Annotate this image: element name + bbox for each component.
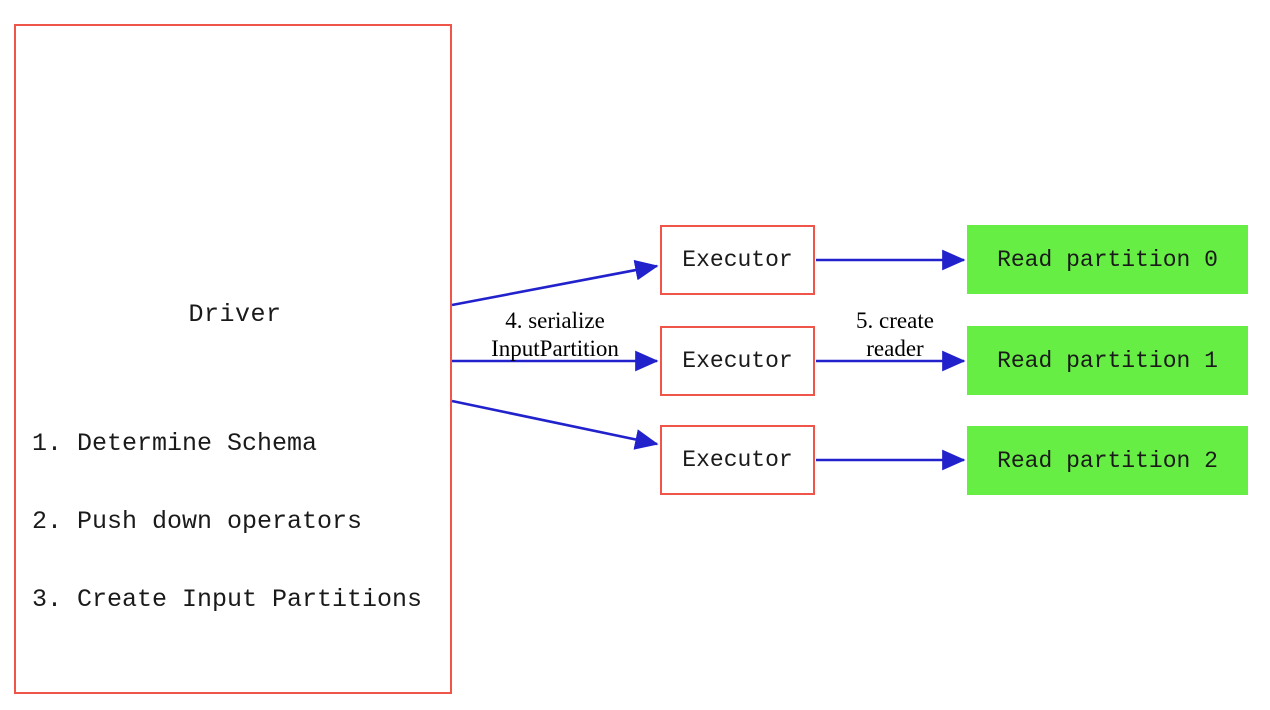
edge-label-create-reader-line1: 5. create — [856, 308, 934, 333]
partition-label-1: Read partition 1 — [997, 347, 1218, 374]
partition-label-0: Read partition 0 — [997, 246, 1218, 273]
executor-box-1: Executor — [660, 326, 815, 396]
partition-box-1: Read partition 1 — [967, 326, 1248, 395]
partition-label-2: Read partition 2 — [997, 447, 1218, 474]
executor-label-2: Executor — [682, 447, 793, 473]
edge-label-serialize-line1: 4. serialize — [505, 308, 605, 333]
driver-step-1: 1. Determine Schema — [32, 429, 318, 458]
edge-label-create-reader-line2: reader — [866, 336, 924, 361]
executor-label-1: Executor — [682, 348, 793, 374]
driver-step-list: 1. Determine Schema 2. Push down operato… — [32, 379, 422, 665]
arrow-driver-to-executor-0 — [451, 259, 659, 307]
driver-step-3: 3. Create Input Partitions — [32, 585, 423, 614]
executor-box-0: Executor — [660, 225, 815, 295]
executor-label-0: Executor — [682, 247, 793, 273]
arrow-driver-to-executor-2 — [451, 399, 659, 450]
driver-title: Driver — [188, 300, 282, 329]
partition-box-0: Read partition 0 — [967, 225, 1248, 294]
edge-label-serialize-line2: InputPartition — [491, 336, 619, 361]
edge-label-serialize: 4. serialize InputPartition — [455, 307, 655, 363]
driver-step-2: 2. Push down operators — [32, 507, 363, 536]
partition-box-2: Read partition 2 — [967, 426, 1248, 495]
executor-box-2: Executor — [660, 425, 815, 495]
driver-box: Driver 1. Determine Schema 2. Push down … — [14, 24, 452, 694]
edge-label-create-reader: 5. create reader — [825, 307, 965, 363]
